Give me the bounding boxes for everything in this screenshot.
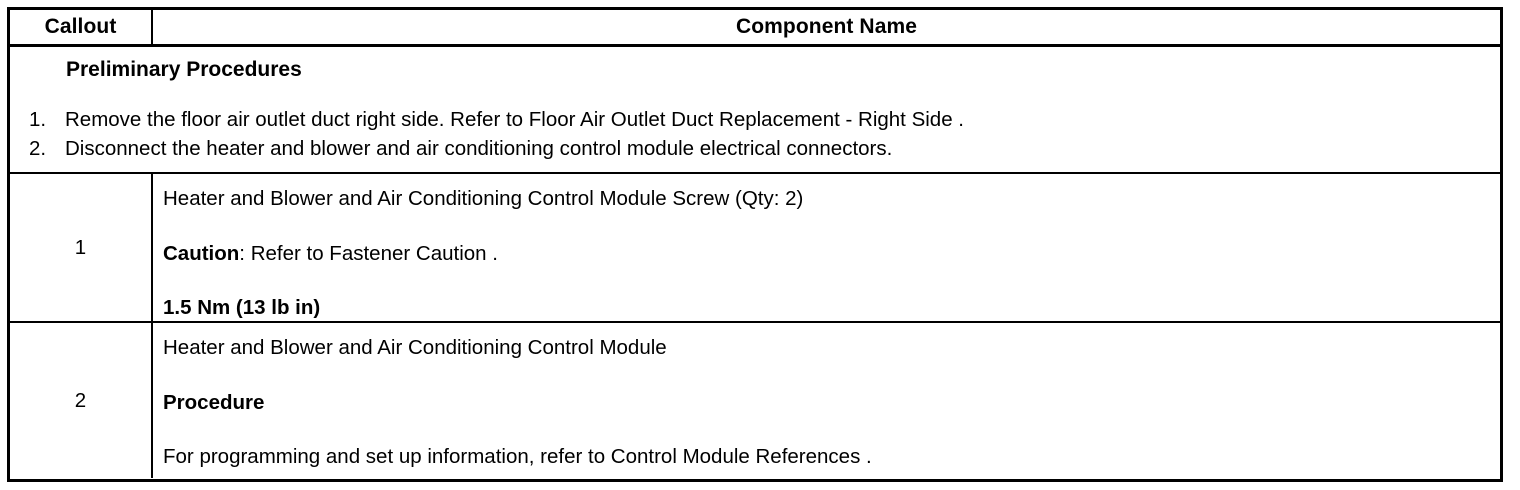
component-callout-table: Callout Component Name Preliminary Proce… <box>7 7 1503 482</box>
list-item-text: Remove the floor air outlet duct right s… <box>65 108 964 131</box>
table-header-row: Callout Component Name <box>10 10 1500 47</box>
caution-text: : Refer to Fastener Caution . <box>239 241 498 265</box>
callout-number-1: 1 <box>10 174 153 321</box>
list-item: 2. Disconnect the heater and blower and … <box>10 134 1500 163</box>
callout-number-2: 2 <box>10 323 153 478</box>
caution-label: Caution <box>163 241 240 265</box>
procedure-label: Procedure <box>163 390 265 414</box>
header-cell-component-name: Component Name <box>735 15 918 38</box>
preliminary-procedures-title: Preliminary Procedures <box>66 58 302 81</box>
table-row: 1 Heater and Blower and Air Conditioning… <box>10 174 1500 323</box>
procedure-reference-line: For programming and set up information, … <box>163 445 872 469</box>
list-item-number: 2. <box>29 137 47 161</box>
preliminary-procedures-list: 1. Remove the floor air outlet duct righ… <box>10 105 1500 163</box>
list-item: 1. Remove the floor air outlet duct righ… <box>10 105 1500 134</box>
component-description-2: Heater and Blower and Air Conditioning C… <box>153 323 1500 478</box>
list-item-number: 1. <box>29 108 47 131</box>
torque-spec-line: 1.5 Nm (13 lb in) <box>163 296 321 320</box>
list-item-text: Disconnect the heater and blower and air… <box>65 137 893 161</box>
caution-line: Caution: Refer to Fastener Caution . <box>153 242 1500 266</box>
header-cell-callout: Callout <box>10 10 153 44</box>
preliminary-procedures-section: Preliminary Procedures 1. Remove the flo… <box>10 47 1500 174</box>
table-row: 2 Heater and Blower and Air Conditioning… <box>10 323 1500 478</box>
component-description-1: Heater and Blower and Air Conditioning C… <box>153 174 1500 321</box>
component-title-line: Heater and Blower and Air Conditioning C… <box>163 187 804 210</box>
component-title-line: Heater and Blower and Air Conditioning C… <box>163 336 667 359</box>
